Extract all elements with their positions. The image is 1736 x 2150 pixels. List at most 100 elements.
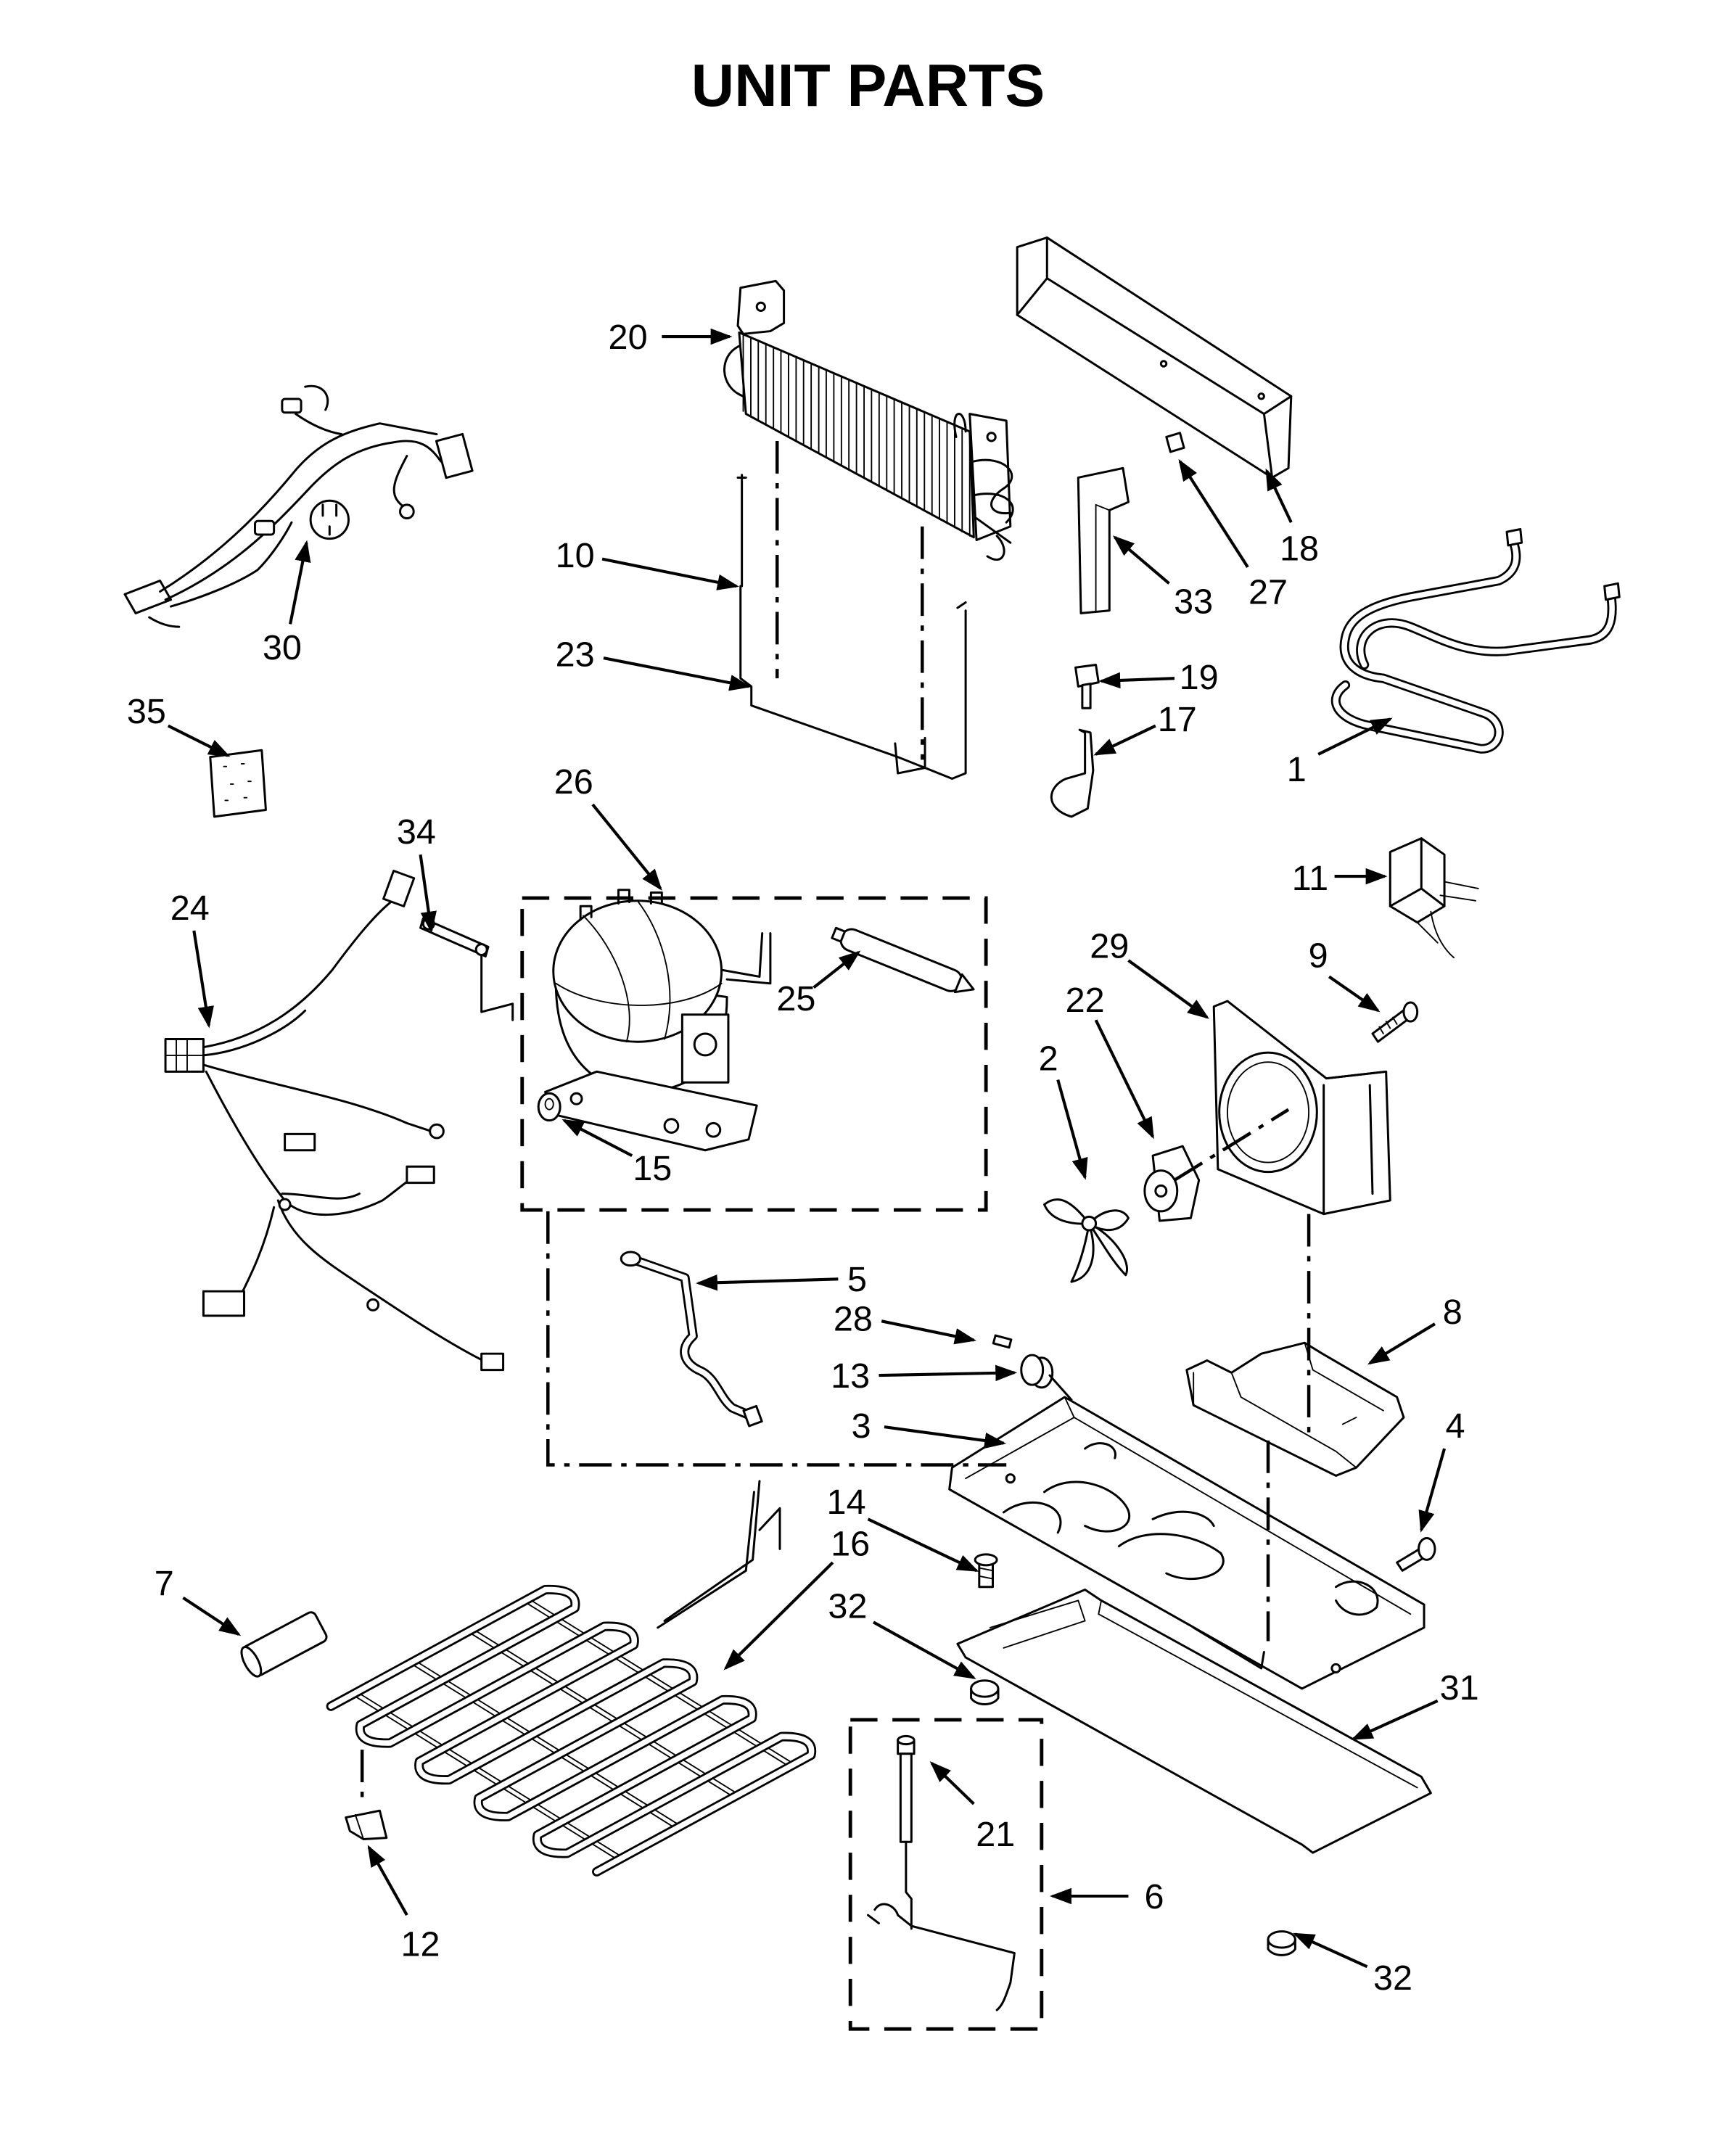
part-2-drawing [1043, 1198, 1130, 1283]
part-17-bracket [1050, 728, 1095, 818]
callout-label: 32 [828, 1587, 867, 1626]
part-5-tube-nozzle [742, 1404, 763, 1428]
callout-arrow [1317, 717, 1393, 756]
part-13-drawing [1020, 1354, 1073, 1401]
part-18-box-edges [1016, 236, 1293, 479]
part-3-base-edges [965, 1396, 1412, 1615]
callout-label: 25 [776, 979, 815, 1018]
callout-label: 9 [1309, 936, 1328, 975]
part-24-connector-bottom [480, 1352, 505, 1372]
part-16-supports [351, 1598, 795, 1861]
part-11-leads [1416, 881, 1479, 959]
part-3-hole [1330, 1663, 1341, 1674]
part-4-drawing [1396, 1536, 1436, 1572]
callout-label: 12 [401, 1924, 440, 1964]
part-16-drawing [326, 1480, 817, 1877]
callout-arrow [1094, 1019, 1154, 1140]
callout-label: 19 [1180, 658, 1219, 697]
part-10-tube [736, 474, 747, 588]
callout-label: 15 [633, 1149, 672, 1188]
fan-axis-line [1173, 1108, 1290, 1182]
callout-arrow [603, 656, 752, 691]
part-15-drawing [537, 1092, 561, 1122]
callout-arrow [601, 557, 739, 590]
part-12-clip-edge [354, 1813, 364, 1840]
part-17-drawing [1050, 728, 1095, 818]
callout-arrow [1351, 1699, 1439, 1741]
part-11-body [1389, 837, 1446, 924]
part-22-drawing [1143, 1145, 1201, 1222]
alignment-line-3 [546, 1211, 1007, 1467]
part-30-connector-right [435, 432, 474, 479]
callout-label: 22 [1066, 981, 1105, 1020]
callout-label: 21 [976, 1815, 1015, 1854]
part-26-base-hole-2 [705, 1121, 722, 1138]
part-7-drawing [240, 1611, 328, 1678]
callout-label: 34 [397, 812, 436, 852]
callout-arrow [872, 1620, 976, 1679]
part-25-body [839, 928, 963, 992]
part-33-drawing [1077, 466, 1130, 614]
part-5-tube-cap [620, 1251, 641, 1267]
part-6-group-outline [848, 1718, 1044, 2031]
part-12-clip [345, 1809, 388, 1840]
callout-label: 23 [556, 635, 595, 674]
part-30-ring-terminal [399, 503, 415, 520]
callout-label: 33 [1174, 582, 1213, 621]
part-1-fitting [1505, 528, 1523, 547]
part-13-grommet-front [1020, 1354, 1045, 1386]
part-24-connector-tabs [165, 1038, 205, 1073]
part-5-drawing [620, 1251, 763, 1428]
part-30-connector-top [281, 398, 303, 414]
part-24-connector-mid [284, 1132, 316, 1152]
part-26-base-hole-3 [569, 1092, 583, 1105]
part-32-foot-top [970, 1679, 1000, 1698]
callout-arrow [289, 540, 311, 625]
part-24-connector-top [382, 870, 416, 907]
part-24-wires [202, 897, 487, 1363]
part-26-drawing [544, 889, 772, 1152]
part-34-strap-end-2 [474, 943, 488, 957]
part-8-drawing [1185, 1341, 1405, 1477]
part-21-drawing [897, 1734, 916, 1930]
part-25-end-cone [953, 973, 975, 994]
part-14-drawing [974, 1553, 998, 1589]
part-18-drawing [1016, 236, 1293, 479]
part-3-drawing [948, 1396, 1426, 1690]
part-20-drawing [723, 279, 1014, 561]
part-18-box [1016, 236, 1293, 479]
callout-arrow [723, 1561, 834, 1671]
part-5-tube-inner [632, 1257, 754, 1419]
callout-label: 30 [263, 628, 302, 667]
part-22-shaft [1154, 1184, 1168, 1198]
callout-arrow [182, 1596, 242, 1636]
part-9-threads [1378, 1016, 1398, 1034]
callout-arrow [192, 930, 214, 1029]
part-35-board-dots [223, 763, 252, 802]
callout-arrow [561, 1119, 633, 1158]
callout-arrow [1328, 975, 1381, 1013]
part-32-foot-top-2 [1267, 1930, 1296, 1949]
part-14-threads [978, 1567, 994, 1580]
part-1-drawing [1330, 528, 1621, 754]
callout-label: 16 [831, 1525, 870, 1564]
callout-arrow [1292, 1932, 1368, 1969]
callout-label: 10 [556, 536, 595, 575]
part-30-connector-small [253, 519, 276, 536]
part-30-drawing [123, 384, 474, 628]
part-31-plate [956, 1588, 1432, 1854]
part-30-wires [148, 384, 443, 628]
callout-arrow [884, 1425, 1007, 1449]
part-33-bracket-edge [1095, 503, 1111, 611]
callout-label: 26 [554, 762, 593, 802]
part-32-drawing [970, 1679, 1000, 1705]
part-18-hole [1159, 360, 1168, 368]
part-19-screw-shank [1081, 683, 1092, 709]
part-2-blade [1043, 1198, 1090, 1225]
callout-label: 2 [1039, 1039, 1058, 1078]
callout-label: 18 [1280, 530, 1319, 569]
part-29-opening-ring [1226, 1061, 1310, 1163]
callout-arrow [1127, 959, 1209, 1019]
part-26-group-outline [520, 896, 988, 1212]
